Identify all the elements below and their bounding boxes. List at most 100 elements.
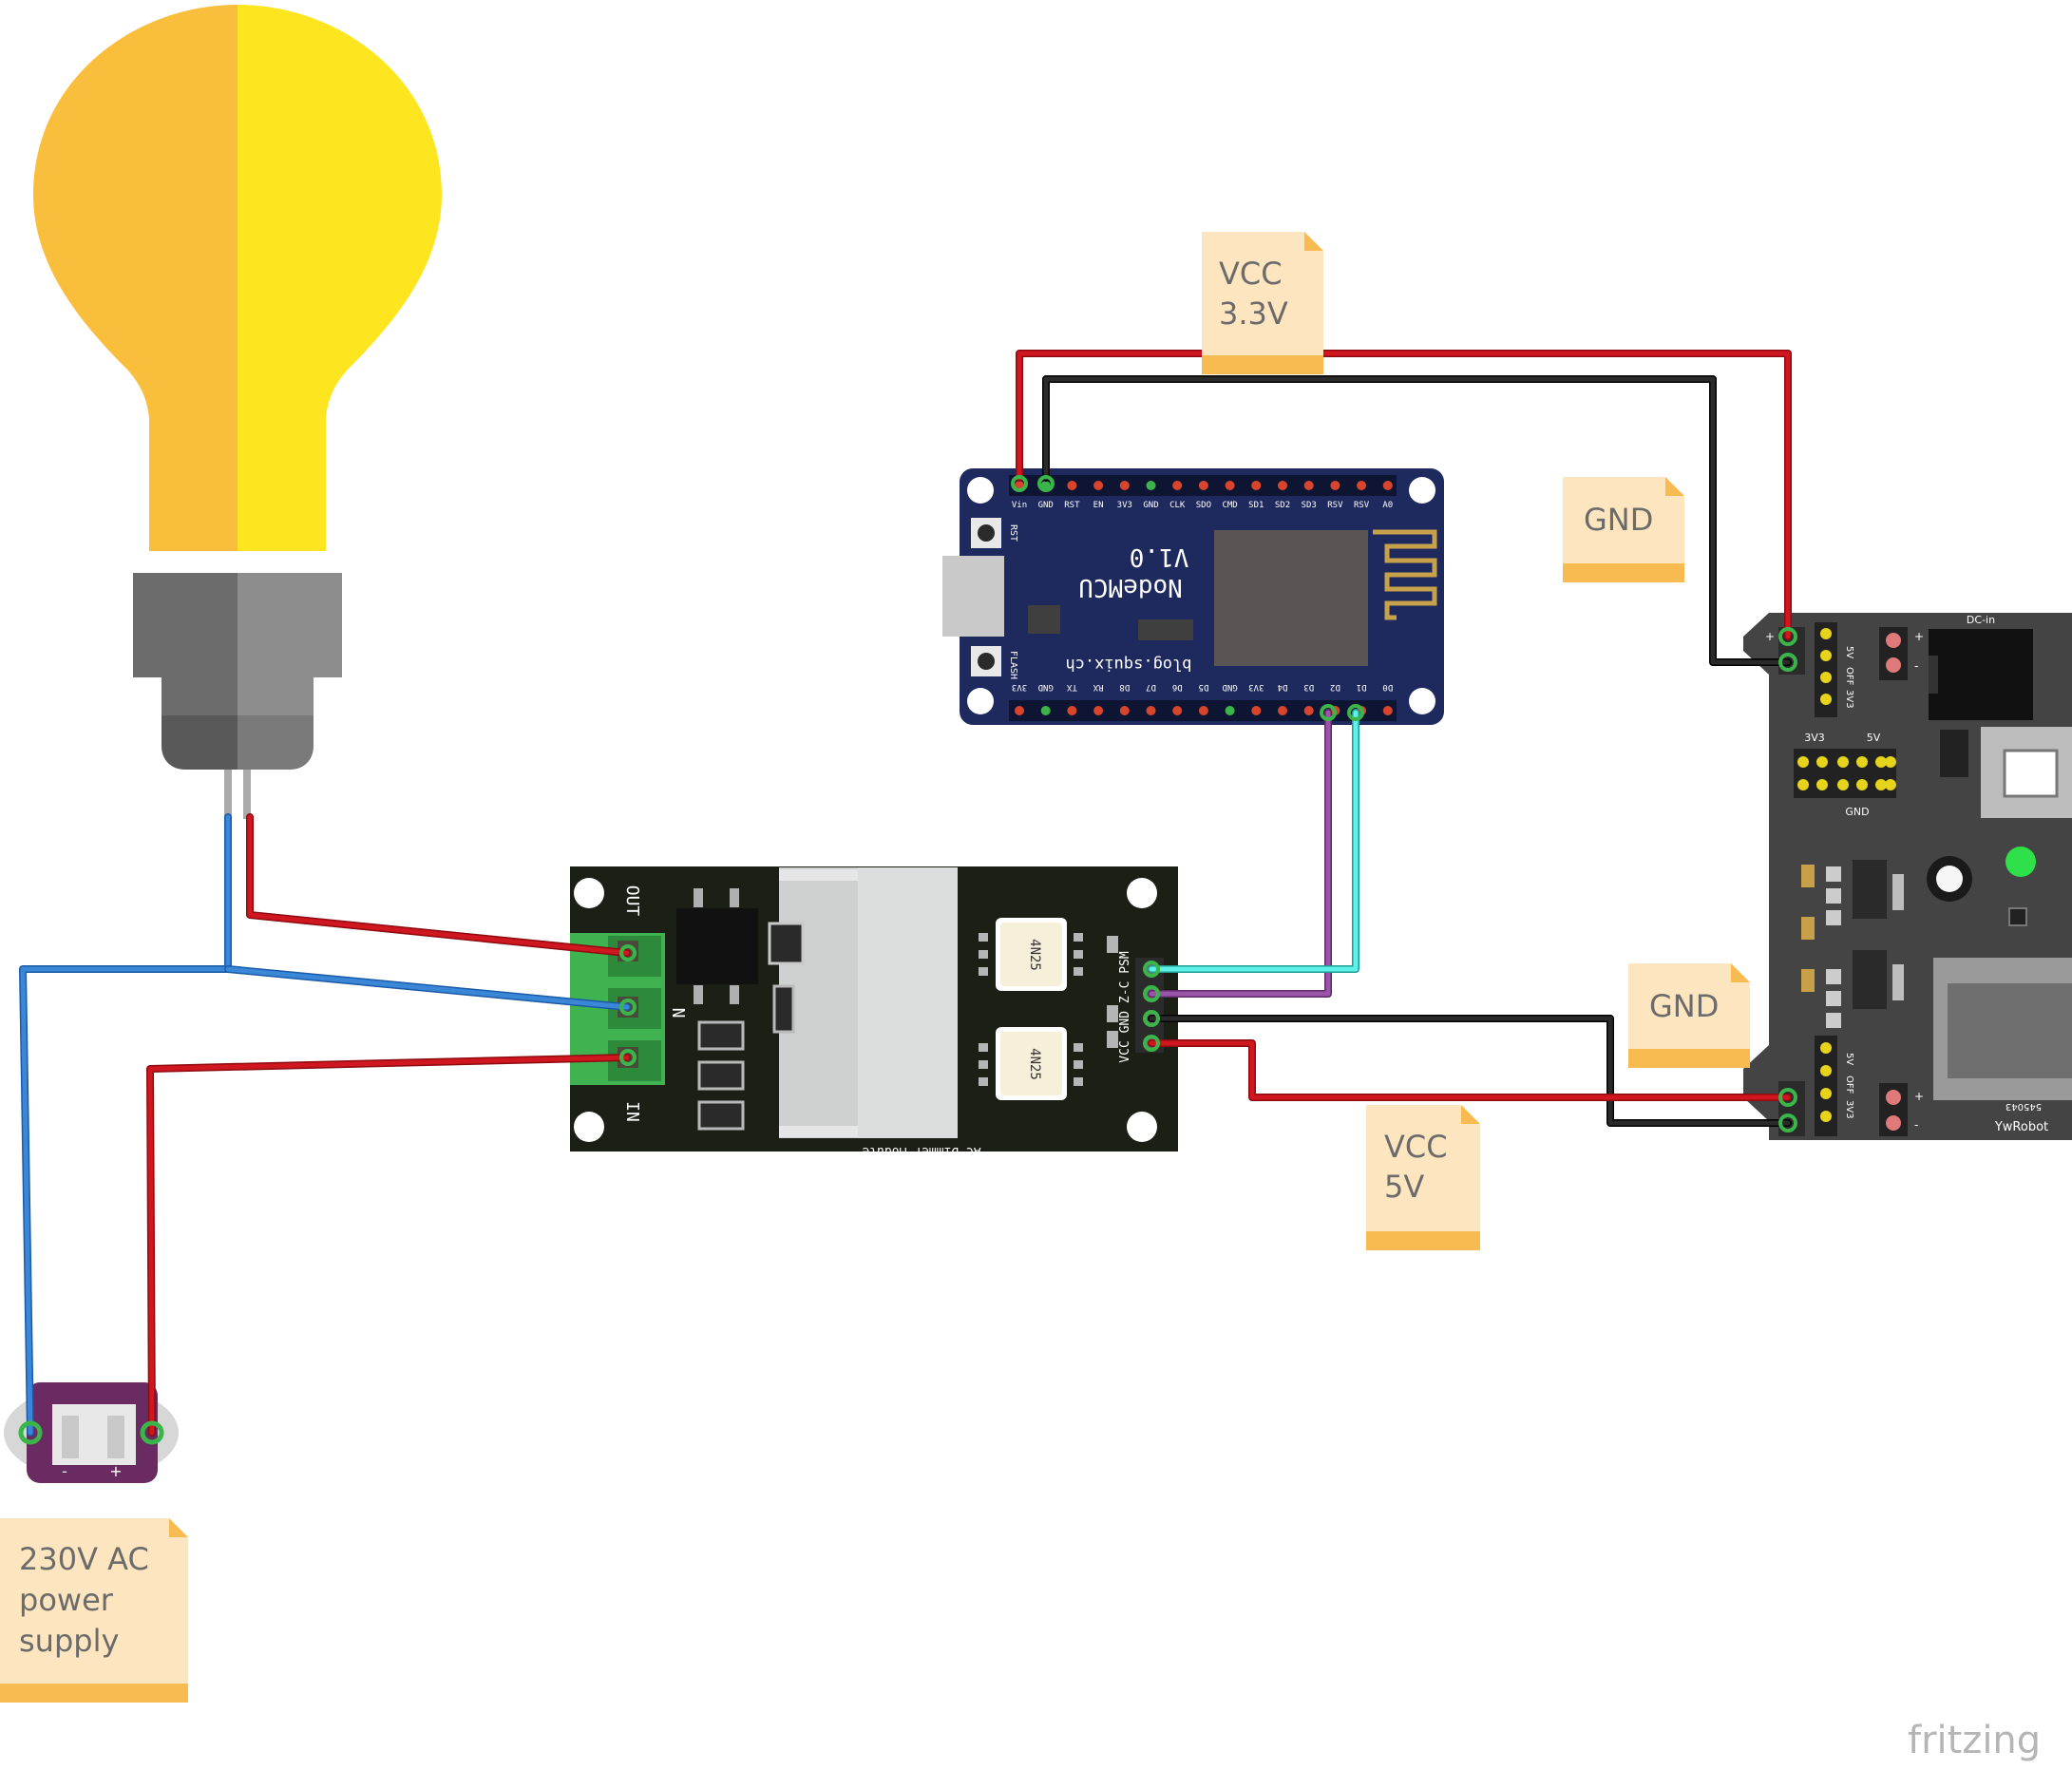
nodemcu-pin-label: GND bbox=[1038, 682, 1054, 692]
rst-button[interactable] bbox=[971, 518, 1001, 548]
dimmer-n-label: N bbox=[668, 1008, 688, 1018]
note-gnd-top-text: GND bbox=[1584, 502, 1653, 538]
nodemcu-pin-label: D2 bbox=[1330, 682, 1340, 692]
rst-label: RST bbox=[1008, 524, 1018, 542]
nodemcu-pin-d0 bbox=[1382, 706, 1393, 715]
nodemcu-pin-label: 3V3 bbox=[1012, 682, 1027, 692]
nodemcu-pin-label: RST bbox=[1064, 501, 1080, 510]
pm-plus-top-right: + bbox=[1914, 630, 1924, 643]
pm-minus-top-right: - bbox=[1914, 659, 1918, 673]
dimmer-in-label: IN bbox=[622, 1101, 642, 1122]
dimmer-board-label: AC Dimmer Module bbox=[862, 1144, 980, 1158]
nodemcu-pin-rsv bbox=[1330, 481, 1340, 490]
nodemcu-pin-clk bbox=[1172, 481, 1183, 490]
nodemcu-pin-3v3 bbox=[1251, 706, 1262, 715]
pm-minus-bottom-right: - bbox=[1914, 1118, 1918, 1132]
nodemcu-pin-label: EN bbox=[1093, 501, 1104, 510]
pm-3v3-label: 3V3 bbox=[1804, 732, 1825, 744]
nodemcu-pin-d7 bbox=[1146, 706, 1156, 715]
note-ac-supply: 230V AC power supply bbox=[0, 1518, 188, 1703]
nodemcu-pin-label: 3V3 bbox=[1248, 682, 1264, 692]
wire-endpoints bbox=[18, 475, 1797, 1445]
nodemcu-pin-d8 bbox=[1119, 706, 1130, 715]
nodemcu-name: NodeMCU bbox=[1078, 573, 1183, 601]
note-ac-supply-line1: 230V AC bbox=[19, 1541, 149, 1577]
pm-brand-label: YwRobot bbox=[1994, 1120, 2048, 1134]
nodemcu-pin-label: SD1 bbox=[1248, 501, 1264, 510]
connector-minus-label: - bbox=[62, 1462, 67, 1480]
nodemcu-pin-label: GND bbox=[1038, 501, 1054, 510]
nodemcu-pin-d4 bbox=[1278, 706, 1287, 715]
pm-labels-top: 5V bbox=[1844, 646, 1854, 658]
nodemcu-pin-label: A0 bbox=[1382, 501, 1393, 510]
wire-red-supply-in bbox=[146, 1054, 631, 1437]
nodemcu-pin-gnd bbox=[1146, 481, 1156, 490]
ac-dimmer-module: 4N25 4N25 VCC GND Z-C PSM OUT N IN AC Di… bbox=[570, 866, 1178, 1158]
nodemcu-pin-label: D7 bbox=[1146, 682, 1156, 692]
note-gnd-mid-text: GND bbox=[1649, 988, 1719, 1024]
nodemcu-pin-label: D3 bbox=[1303, 682, 1314, 692]
flash-label: FLASH bbox=[1008, 651, 1018, 679]
nodemcu-pin-3v3 bbox=[1015, 706, 1024, 715]
optocoupler-1: 4N25 bbox=[979, 918, 1083, 991]
nodemcu-pin-d3 bbox=[1303, 706, 1314, 715]
nodemcu-pin-rsv bbox=[1357, 481, 1367, 490]
breadboard-power-module: DC-in + + - 5V OFF 3V3 3V3 bbox=[1743, 613, 2072, 1140]
wire-blue-neutral bbox=[19, 813, 232, 1437]
note-vcc-3v3-line1: VCC bbox=[1219, 256, 1283, 292]
note-ac-supply-line3: supply bbox=[19, 1623, 119, 1659]
nodemcu-pin-label: GND bbox=[1143, 501, 1158, 510]
nodemcu-pin-rx bbox=[1093, 706, 1104, 715]
wires bbox=[19, 350, 1792, 1437]
nodemcu-pin-label: 3V3 bbox=[1117, 501, 1132, 510]
nodemcu-pin-label: CLK bbox=[1169, 501, 1186, 510]
nodemcu-pin-sd3 bbox=[1303, 481, 1314, 490]
light-bulb bbox=[33, 5, 442, 819]
note-gnd-mid: GND bbox=[1628, 963, 1750, 1068]
dimmer-pins-label: VCC GND Z-C PSM bbox=[1118, 951, 1132, 1063]
nodemcu-pin-label: RSV bbox=[1354, 501, 1370, 510]
nodemcu-site: blog.squix.ch bbox=[1065, 655, 1191, 674]
nodemcu-pin-label: RSV bbox=[1327, 501, 1343, 510]
note-vcc-5v-line1: VCC bbox=[1384, 1129, 1448, 1165]
dc-in-label: DC-in bbox=[1967, 614, 1995, 626]
nodemcu-pin-gnd bbox=[1225, 706, 1235, 715]
optocoupler-2-label: 4N25 bbox=[1027, 1048, 1042, 1080]
nodemcu-pin-label: SDO bbox=[1196, 501, 1211, 510]
nodemcu-pin-label: D0 bbox=[1382, 682, 1393, 692]
nodemcu-pin-3v3 bbox=[1119, 481, 1130, 490]
fritzing-watermark: fritzing bbox=[1908, 1719, 2041, 1762]
pm-gnd-label: GND bbox=[1845, 806, 1869, 818]
nodemcu-pin-rst bbox=[1067, 481, 1077, 490]
note-vcc-5v: VCC 5V bbox=[1366, 1105, 1480, 1250]
nodemcu-pin-en bbox=[1093, 481, 1104, 490]
pm-rail-headers bbox=[1794, 749, 1896, 798]
note-vcc-3v3-line2: 3.3V bbox=[1219, 295, 1288, 332]
nodemcu-pin-sdo bbox=[1198, 481, 1208, 490]
note-ac-supply-line2: power bbox=[19, 1582, 114, 1618]
optocoupler-1-label: 4N25 bbox=[1027, 939, 1042, 971]
nodemcu-pin-label: TX bbox=[1066, 682, 1076, 692]
nodemcu-pin-label: RX bbox=[1093, 682, 1103, 692]
nodemcu-pin-cmd bbox=[1225, 481, 1235, 490]
flash-button[interactable] bbox=[971, 646, 1001, 676]
nodemcu-pin-d5 bbox=[1198, 706, 1208, 715]
connector-plus-label: + bbox=[109, 1462, 122, 1480]
pm-plus-bottom-right: + bbox=[1914, 1090, 1924, 1103]
pm-labels-top-off: OFF bbox=[1844, 667, 1854, 686]
note-gnd-top: GND bbox=[1563, 477, 1684, 582]
nodemcu-pin-label: SD3 bbox=[1302, 501, 1317, 510]
nodemcu-pin-label: D4 bbox=[1278, 682, 1288, 692]
pm-labels-bottom-5v: 5V bbox=[1844, 1053, 1854, 1065]
nodemcu-pin-sd2 bbox=[1278, 481, 1287, 490]
pm-labels-bottom-3v3: 3V3 bbox=[1844, 1100, 1854, 1119]
nodemcu-pin-gnd bbox=[1040, 706, 1051, 715]
note-vcc-5v-line2: 5V bbox=[1384, 1169, 1424, 1205]
nodemcu-pin-d6 bbox=[1172, 706, 1183, 715]
ac-power-connector: - + bbox=[4, 1382, 179, 1483]
nodemcu-pin-label: D5 bbox=[1198, 682, 1208, 692]
pm-5v-label: 5V bbox=[1867, 732, 1881, 744]
